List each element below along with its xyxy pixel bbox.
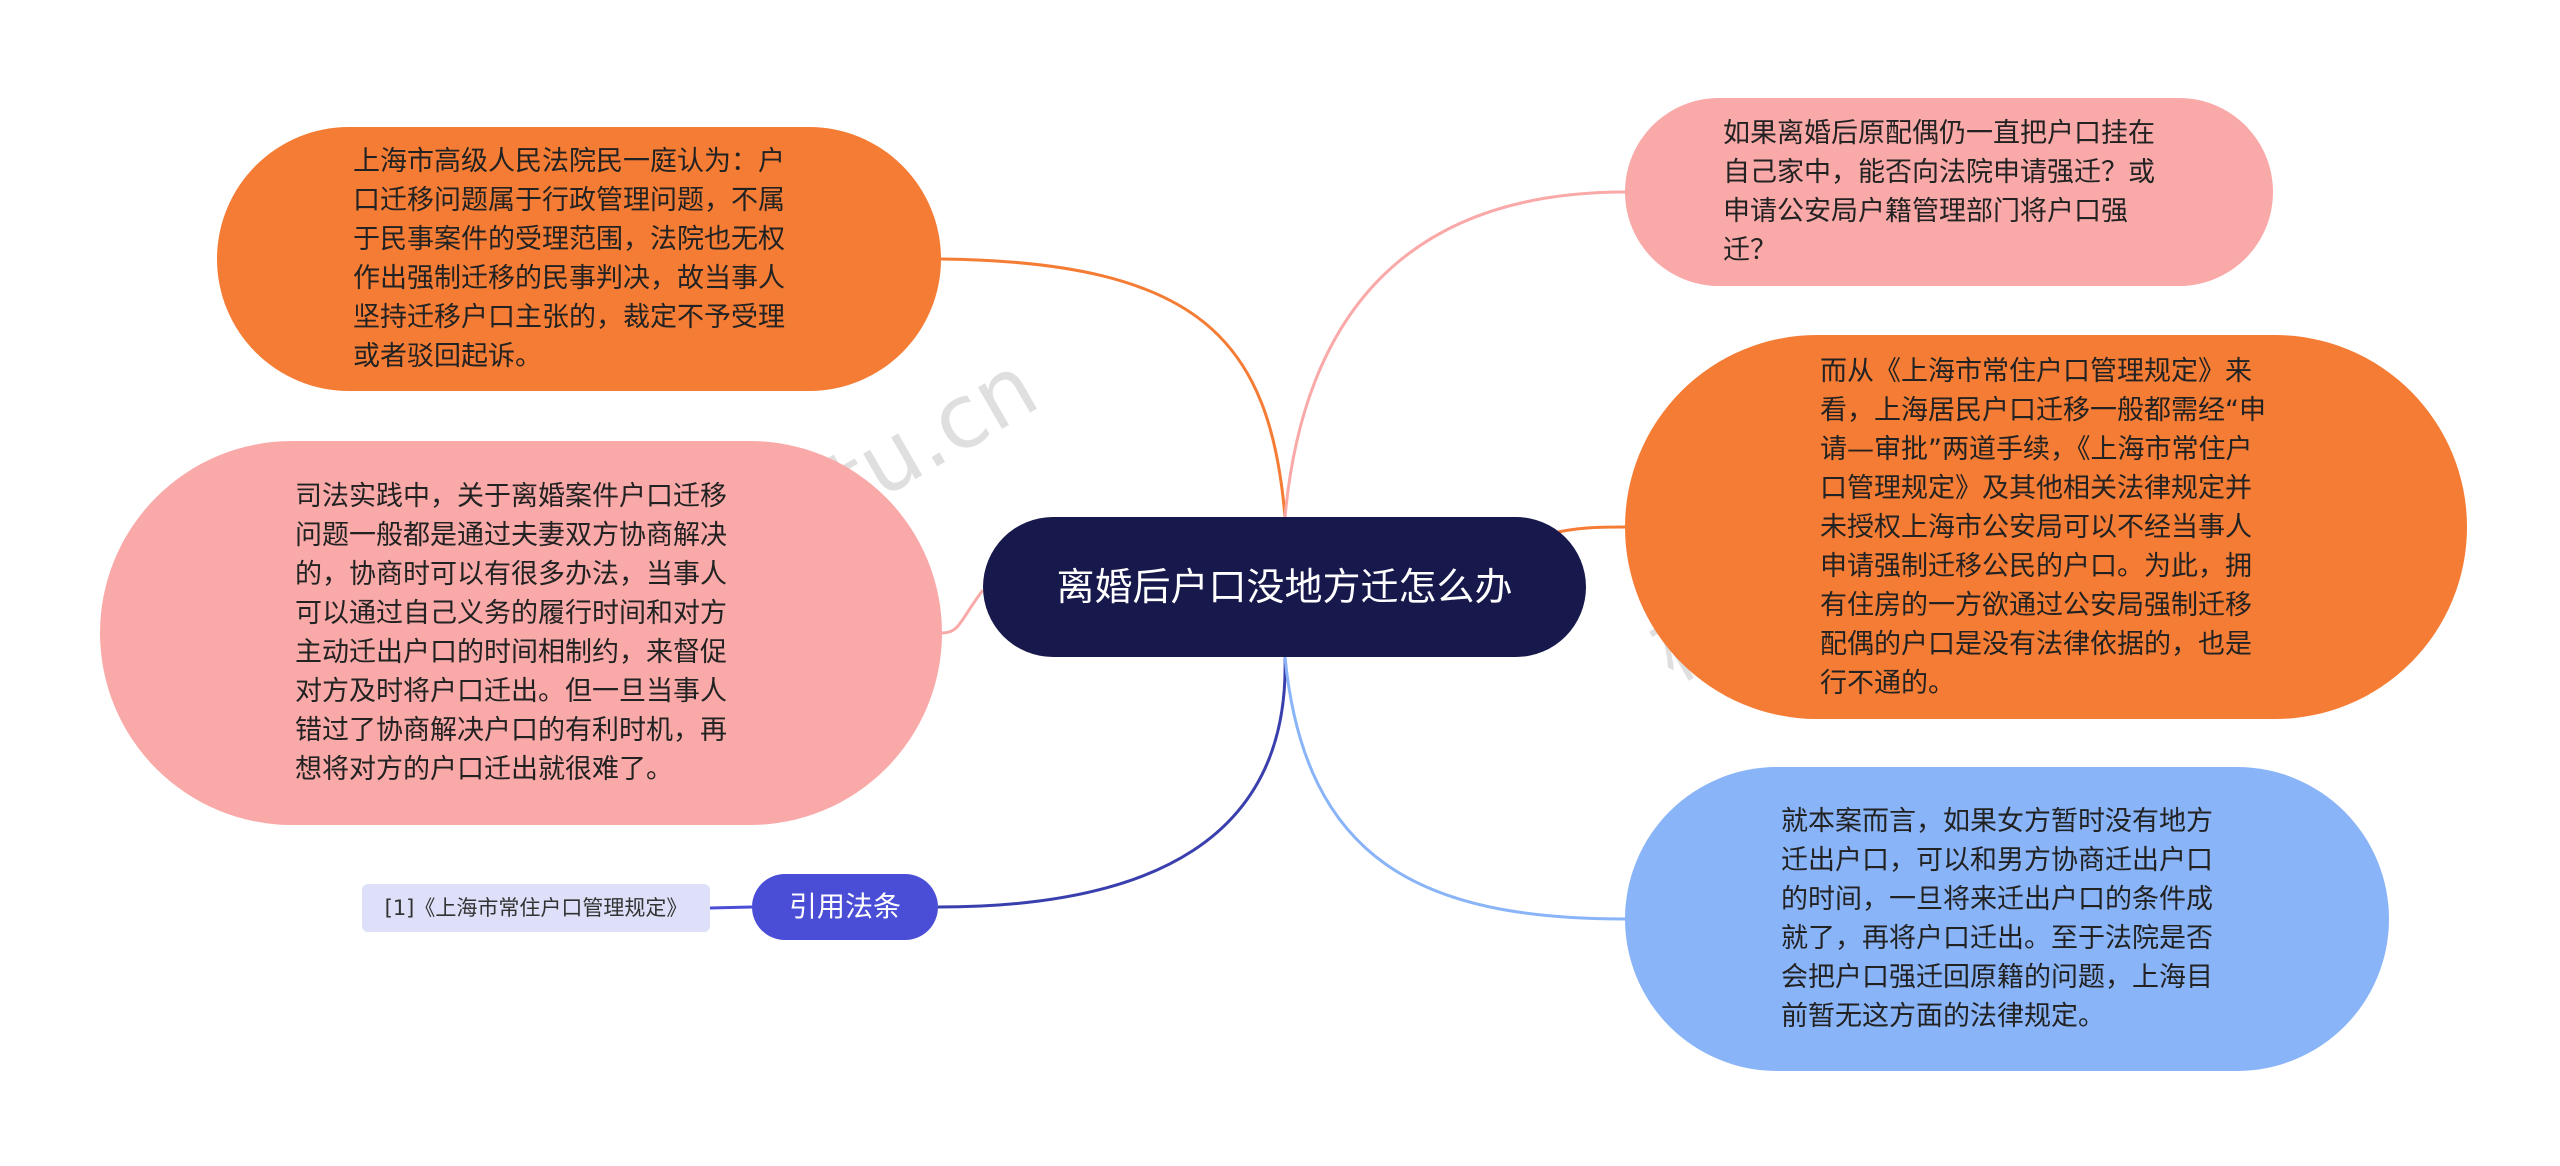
link-reference-item — [709, 905, 753, 910]
reference-item[interactable]: [1]《上海市常住户口管理规定》 — [362, 884, 710, 932]
central-topic-text: 离婚后户口没地方迁怎么办 — [1056, 565, 1513, 609]
topic-this-case[interactable]: 就本案而言，如果女方暂时没有地方迁出户口，可以和男方协商迁出户口的时间，一旦将来… — [1625, 767, 2389, 1071]
topic-reference[interactable]: 引用法条 — [752, 874, 938, 940]
link-top-right — [1283, 190, 1626, 518]
link-mid-left — [941, 589, 985, 635]
link-bottom-right — [1283, 656, 1626, 921]
topic-text: 上海市高级人民法院民一庭认为：户口迁移问题属于行政管理问题，不属于民事案件的受理… — [353, 146, 785, 372]
reference-label: 引用法条 — [788, 890, 901, 923]
topic-text: 就本案而言，如果女方暂时没有地方迁出户口，可以和男方协商迁出户口的时间，一旦将来… — [1781, 806, 2213, 1032]
central-topic[interactable]: 离婚后户口没地方迁怎么办 — [983, 517, 1586, 657]
topic-regulation[interactable]: 而从《上海市常住户口管理规定》来看，上海居民户口迁移一般都需经“申请—审批”两道… — [1625, 335, 2467, 719]
topic-text: 而从《上海市常住户口管理规定》来看，上海居民户口迁移一般都需经“申请—审批”两道… — [1820, 355, 2266, 699]
topic-question[interactable]: 如果离婚后原配偶仍一直把户口挂在自己家中，能否向法院申请强迁？或申请公安局户籍管… — [1625, 98, 2273, 286]
topic-text: 如果离婚后原配偶仍一直把户口挂在自己家中，能否向法院申请强迁？或申请公安局户籍管… — [1723, 118, 2155, 266]
topic-court-opinion[interactable]: 上海市高级人民法院民一庭认为：户口迁移问题属于行政管理问题，不属于民事案件的受理… — [217, 127, 941, 391]
link-reference — [937, 656, 1287, 909]
topic-text: 司法实践中，关于离婚案件户口迁移问题一般都是通过夫妻双方协商解决的，协商时可以有… — [295, 481, 727, 785]
link-top-left — [940, 257, 1287, 518]
topic-judicial-practice[interactable]: 司法实践中，关于离婚案件户口迁移问题一般都是通过夫妻双方协商解决的，协商时可以有… — [100, 441, 942, 825]
reference-item-text: [1]《上海市常住户口管理规定》 — [384, 896, 688, 920]
